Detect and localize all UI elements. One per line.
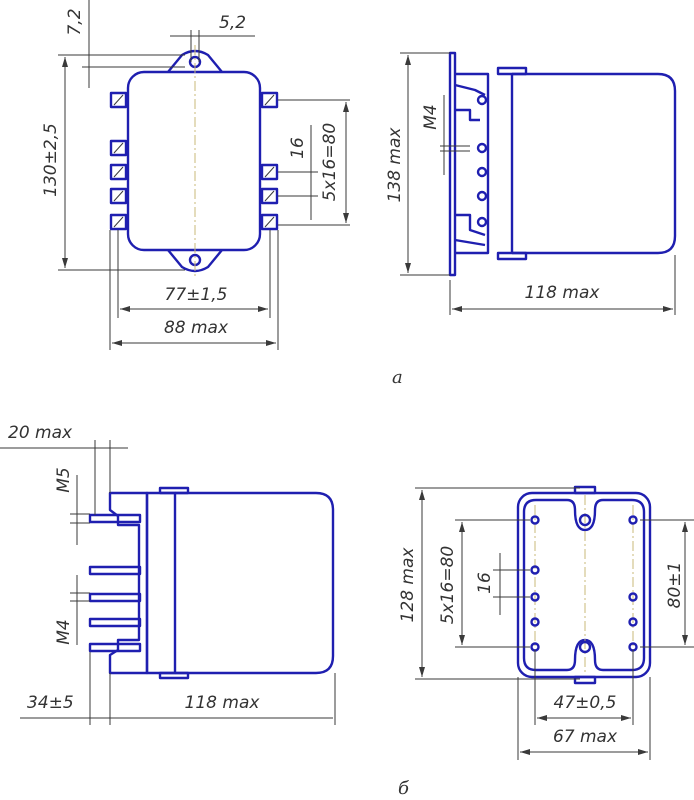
dim-length: 118 max — [185, 693, 261, 713]
pins — [88, 513, 142, 653]
dim-width: 67 max — [553, 727, 618, 747]
dim-height: 138 max — [385, 127, 405, 203]
dim-height: 128 max — [398, 547, 418, 623]
view-b-side: 20 max M5 M4 34±5 118 max — [0, 423, 336, 725]
thread: M4 — [421, 104, 441, 129]
dim-width: 88 max — [164, 318, 229, 338]
terminals-right — [260, 91, 279, 231]
dim-pitch-total: 5x16=80 — [438, 546, 458, 624]
clamp — [496, 66, 528, 76]
dim-pitch-total: 5x16=80 — [320, 123, 340, 201]
view-a-side: 138 max M4 118 max — [385, 51, 677, 315]
dim-mount: 80±1 — [665, 562, 685, 609]
view-a-label: а — [392, 367, 403, 388]
view-b-label: б — [398, 778, 410, 799]
dim-height: 130±2,5 — [41, 123, 61, 197]
terminals-left — [109, 91, 128, 231]
flange — [448, 51, 457, 277]
clamp — [158, 671, 190, 680]
screws — [476, 94, 488, 228]
clamp — [496, 251, 528, 261]
thread-top: M5 — [54, 467, 74, 492]
dim-pitch: 16 — [475, 572, 495, 594]
dim-hole-spacing: 47±0,5 — [554, 693, 617, 713]
dim-hole: 5,2 — [219, 13, 246, 33]
dim-pin: 20 max — [8, 423, 73, 443]
dim-lug: 7,2 — [65, 8, 85, 35]
view-b-bottom: 128 max 5x16=80 16 80±1 47±0,5 67 max — [398, 485, 694, 760]
holes — [530, 513, 638, 654]
dim-length: 118 max — [525, 283, 601, 303]
dim-offset: 34±5 — [27, 693, 74, 713]
dim-mount: 77±1,5 — [165, 285, 228, 305]
view-a-front: 130±2,5 7,2 5,2 16 5x16=80 77±1,5 88 max — [41, 0, 350, 350]
clamp — [158, 486, 190, 495]
thread-bottom: M4 — [54, 619, 74, 644]
dim-pitch: 16 — [288, 137, 308, 159]
relay-body — [126, 70, 262, 252]
